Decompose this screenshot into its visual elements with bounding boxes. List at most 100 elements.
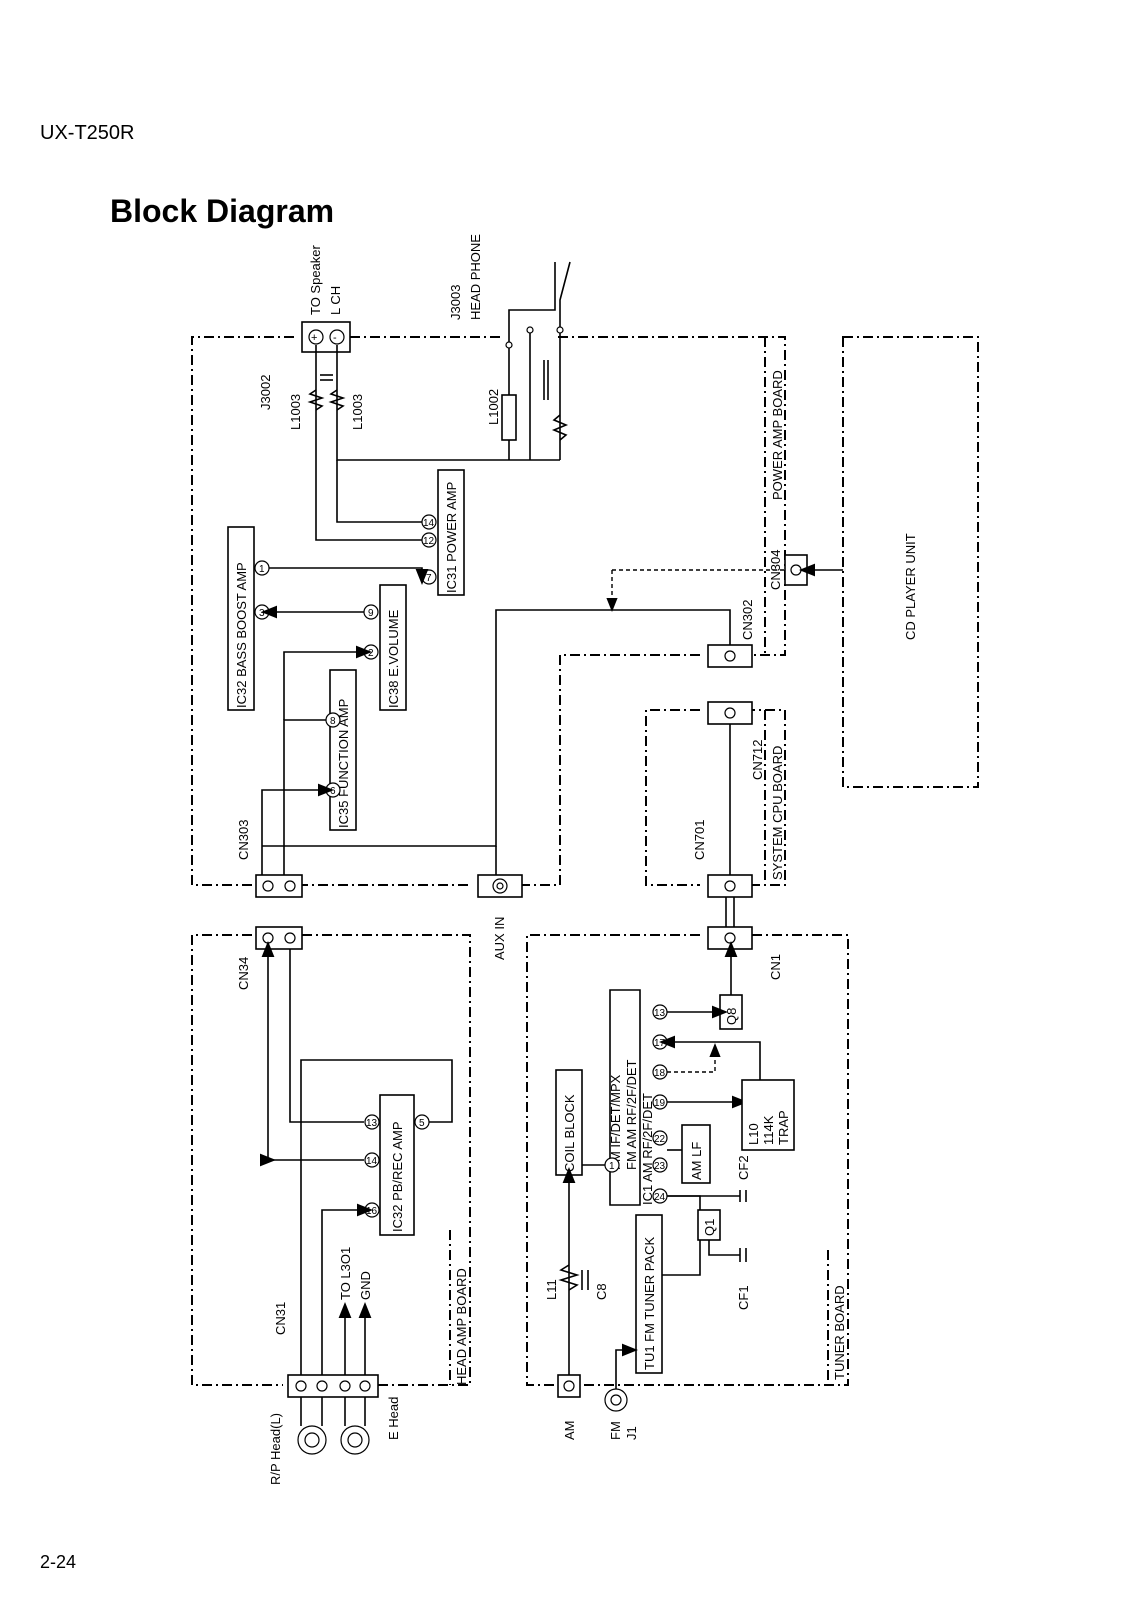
lch-label: L CH xyxy=(328,286,343,315)
power-amp-board xyxy=(191,336,786,886)
page-number: 2-24 xyxy=(40,1552,77,1572)
svg-text:L10: L10 xyxy=(746,1123,761,1145)
cn304-label: CN304 xyxy=(768,550,783,590)
model-number: UX-T250R xyxy=(40,122,135,144)
svg-text:3: 3 xyxy=(259,608,265,619)
svg-text:IC1 AM RF/2F/DET: IC1 AM RF/2F/DET xyxy=(640,1093,655,1205)
l1003-label-a: L1003 xyxy=(288,394,303,430)
svg-text:IC32 BASS BOOST AMP: IC32 BASS BOOST AMP xyxy=(234,562,249,708)
ic32-bass-pins: 1 3 xyxy=(254,560,270,620)
svg-text:16: 16 xyxy=(366,1206,378,1217)
q8-transistor: Q8 xyxy=(719,994,743,1030)
l1003-label-b: L1003 xyxy=(350,394,365,430)
svg-text:AM LF: AM LF xyxy=(689,1142,704,1180)
head-amp-board xyxy=(191,934,471,1386)
head-amp-board-label: HEAD AMP BOARD xyxy=(454,1268,469,1385)
aux-in-label: AUX IN xyxy=(492,917,507,960)
fm-antenna-jack[interactable] xyxy=(604,1388,628,1412)
svg-text:1: 1 xyxy=(609,1161,615,1172)
svg-text:22: 22 xyxy=(654,1134,666,1145)
to-speaker-label: TO Speaker xyxy=(308,244,323,315)
svg-text:23: 23 xyxy=(654,1161,666,1172)
ic38-e-volume: IC38 E.VOLUME xyxy=(379,584,407,711)
power-amp-board-label: POWER AMP BOARD xyxy=(770,370,785,500)
svg-text:FM AM RF/2F/DET: FM AM RF/2F/DET xyxy=(624,1059,639,1170)
svg-text:IC35 FUNCTION AMP: IC35 FUNCTION AMP xyxy=(336,699,351,828)
svg-text:17: 17 xyxy=(654,1038,666,1049)
cd-player-unit xyxy=(842,336,979,788)
svg-text:5: 5 xyxy=(419,1118,425,1129)
l1002-label: L1002 xyxy=(486,389,501,425)
svg-text:TU1 FM TUNER PACK: TU1 FM TUNER PACK xyxy=(642,1237,657,1370)
svg-text:12: 12 xyxy=(423,536,435,547)
cn303-connector xyxy=(255,874,303,898)
cn712-connector xyxy=(707,701,753,725)
svg-text:1: 1 xyxy=(259,564,265,575)
cd-player-unit-label: CD PLAYER UNIT xyxy=(903,533,918,640)
j3002-label: J3002 xyxy=(258,375,273,410)
coil-block: COIL BLOCK xyxy=(555,1069,583,1176)
cn712-label: CN712 xyxy=(750,740,765,780)
cn304-connector xyxy=(784,554,808,586)
system-cpu-board xyxy=(645,709,786,886)
ic32-pb-rec-amp: IC32 PB/REC AMP xyxy=(379,1094,415,1236)
cn701-connector xyxy=(707,874,753,898)
cn31-label: CN31 xyxy=(273,1302,288,1335)
q1-transistor: Q1 xyxy=(697,1209,721,1241)
c8-label: C8 xyxy=(594,1283,609,1300)
am-lf-block: AM LF xyxy=(681,1124,711,1184)
cn302-label: CN302 xyxy=(740,600,755,640)
svg-text:14: 14 xyxy=(423,518,435,529)
cn302-connector xyxy=(707,644,753,668)
svg-text:8: 8 xyxy=(330,716,336,727)
svg-text:18: 18 xyxy=(654,1068,666,1079)
am-antenna-terminal[interactable] xyxy=(557,1374,581,1398)
head-connector xyxy=(287,1374,379,1398)
trap-block: L10 114K TRAP xyxy=(741,1079,795,1151)
cn1-label: CN1 xyxy=(768,954,783,980)
cf2-label: CF2 xyxy=(736,1155,751,1180)
svg-text:Q1: Q1 xyxy=(702,1219,717,1236)
e-head-label: E Head xyxy=(386,1397,401,1440)
cn1-connector xyxy=(707,926,753,950)
tuner-board xyxy=(526,934,849,1386)
speaker-terminal: + - xyxy=(301,321,351,353)
tu1-fm-tuner-pack: TU1 FM TUNER PACK xyxy=(635,1214,663,1374)
svg-text:COIL BLOCK: COIL BLOCK xyxy=(562,1094,577,1172)
cf1-label: CF1 xyxy=(736,1285,751,1310)
gnd-label: GND xyxy=(358,1271,373,1300)
svg-text:13: 13 xyxy=(366,1118,378,1129)
svg-text:6: 6 xyxy=(330,786,336,797)
am-label: AM xyxy=(562,1421,577,1441)
svg-text:+: + xyxy=(311,332,317,344)
svg-text:-: - xyxy=(333,332,337,344)
svg-text:FM IF/DET/MPX: FM IF/DET/MPX xyxy=(608,1074,623,1170)
ic31-pins: 7 12 14 xyxy=(421,514,437,585)
e-head-icon xyxy=(340,1397,370,1455)
ic1-fm-if: FM IF/DET/MPX FM AM RF/2F/DET IC1 AM RF/… xyxy=(608,989,655,1206)
svg-text:19: 19 xyxy=(654,1098,666,1109)
ic38-pins: 9 2 xyxy=(363,604,379,660)
j1-label: J1 xyxy=(624,1426,639,1440)
svg-text:Q8: Q8 xyxy=(724,1008,739,1025)
aux-in-jack[interactable] xyxy=(477,874,523,898)
svg-text:7: 7 xyxy=(426,573,432,584)
to-l301-label: TO L3O1 xyxy=(338,1247,353,1300)
ic31-power-amp: IC31 POWER AMP xyxy=(437,469,465,596)
cn34-label: CN34 xyxy=(236,957,251,990)
ic35-function-amp: IC35 FUNCTION AMP xyxy=(329,669,357,831)
l11-label: L11 xyxy=(544,1279,559,1300)
tuner-board-label: TUNER BOARD xyxy=(832,1285,847,1380)
svg-text:13: 13 xyxy=(654,1008,666,1019)
ic32-bass-boost-amp: IC32 BASS BOOST AMP xyxy=(227,526,255,711)
svg-text:IC31 POWER AMP: IC31 POWER AMP xyxy=(444,482,459,593)
svg-text:24: 24 xyxy=(654,1192,666,1203)
svg-text:14: 14 xyxy=(366,1156,378,1167)
rp-head-label: R/P Head(L) xyxy=(268,1413,283,1485)
rp-head-icon xyxy=(297,1397,327,1455)
system-cpu-board-label: SYSTEM CPU BOARD xyxy=(770,746,785,880)
svg-text:2: 2 xyxy=(368,648,374,659)
fm-label: FM xyxy=(608,1421,623,1440)
j3003-label: J3003 xyxy=(448,285,463,320)
